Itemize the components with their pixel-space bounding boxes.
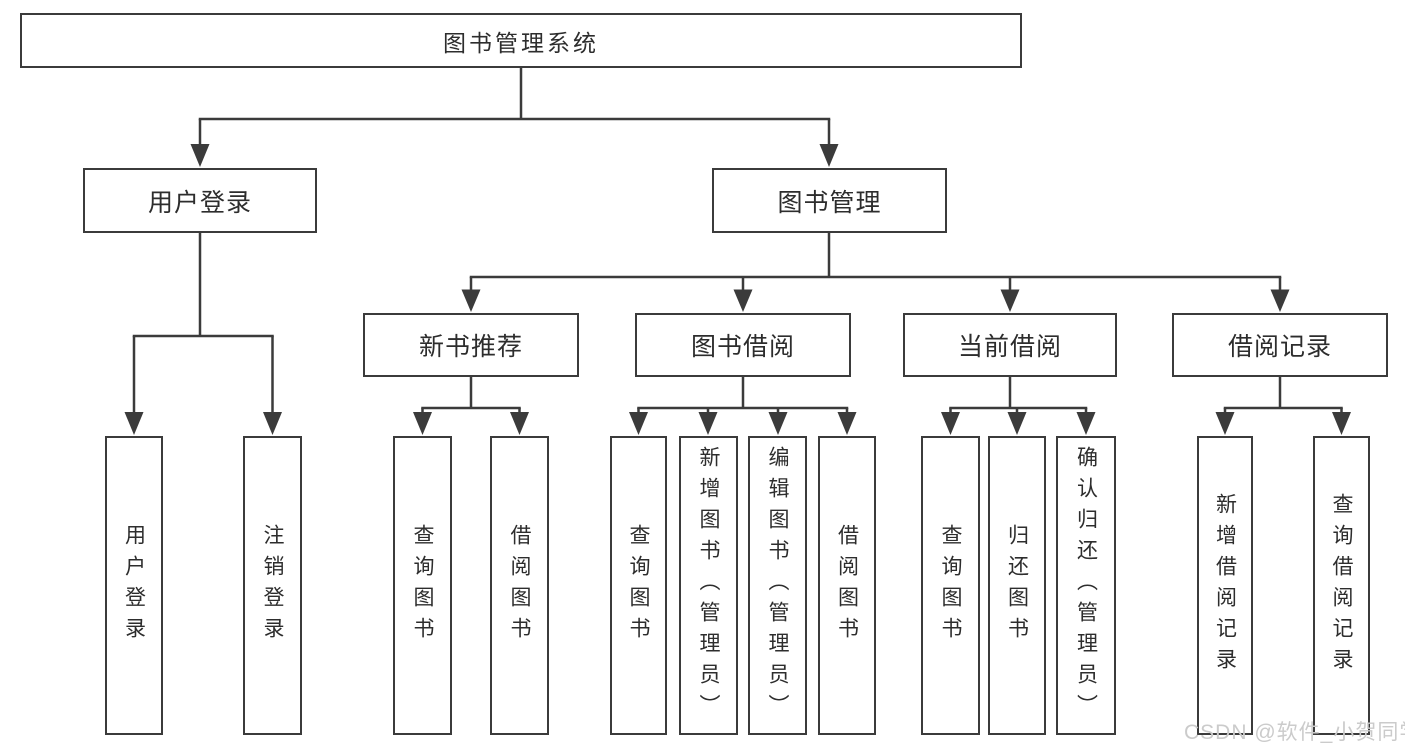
leaf-borrowing-query-books: 查询图书 bbox=[610, 436, 667, 735]
leaf-borrowing-add-books-admin: 新增图书（管理员） bbox=[679, 436, 738, 735]
leaf-records-query-record: 查询借阅记录 bbox=[1313, 436, 1370, 735]
leaf-borrowing-edit-books-admin: 编辑图书（管理员） bbox=[748, 436, 807, 735]
node-current-borrowing: 当前借阅 bbox=[903, 313, 1117, 377]
leaf-current-return-books: 归还图书 bbox=[988, 436, 1046, 735]
node-book-management: 图书管理 bbox=[712, 168, 947, 233]
node-user-login-module: 用户登录 bbox=[83, 168, 317, 233]
leaf-newbooks-borrow-books: 借阅图书 bbox=[490, 436, 549, 735]
csdn-watermark: CSDN @软件_小贺同学 bbox=[1184, 721, 1405, 744]
node-library-system: 图书管理系统 bbox=[20, 13, 1022, 68]
leaf-logout: 注销登录 bbox=[243, 436, 302, 735]
node-new-book-recommend: 新书推荐 bbox=[363, 313, 579, 377]
leaf-user-login: 用户登录 bbox=[105, 436, 163, 735]
leaf-borrowing-borrow-books: 借阅图书 bbox=[818, 436, 876, 735]
leaf-newbooks-query-books: 查询图书 bbox=[393, 436, 452, 735]
leaf-records-add-record: 新增借阅记录 bbox=[1197, 436, 1253, 735]
node-borrowing-records: 借阅记录 bbox=[1172, 313, 1388, 377]
leaf-current-confirm-return-admin: 确认归还（管理员） bbox=[1056, 436, 1116, 735]
node-book-borrowing: 图书借阅 bbox=[635, 313, 851, 377]
leaf-current-query-books: 查询图书 bbox=[921, 436, 980, 735]
